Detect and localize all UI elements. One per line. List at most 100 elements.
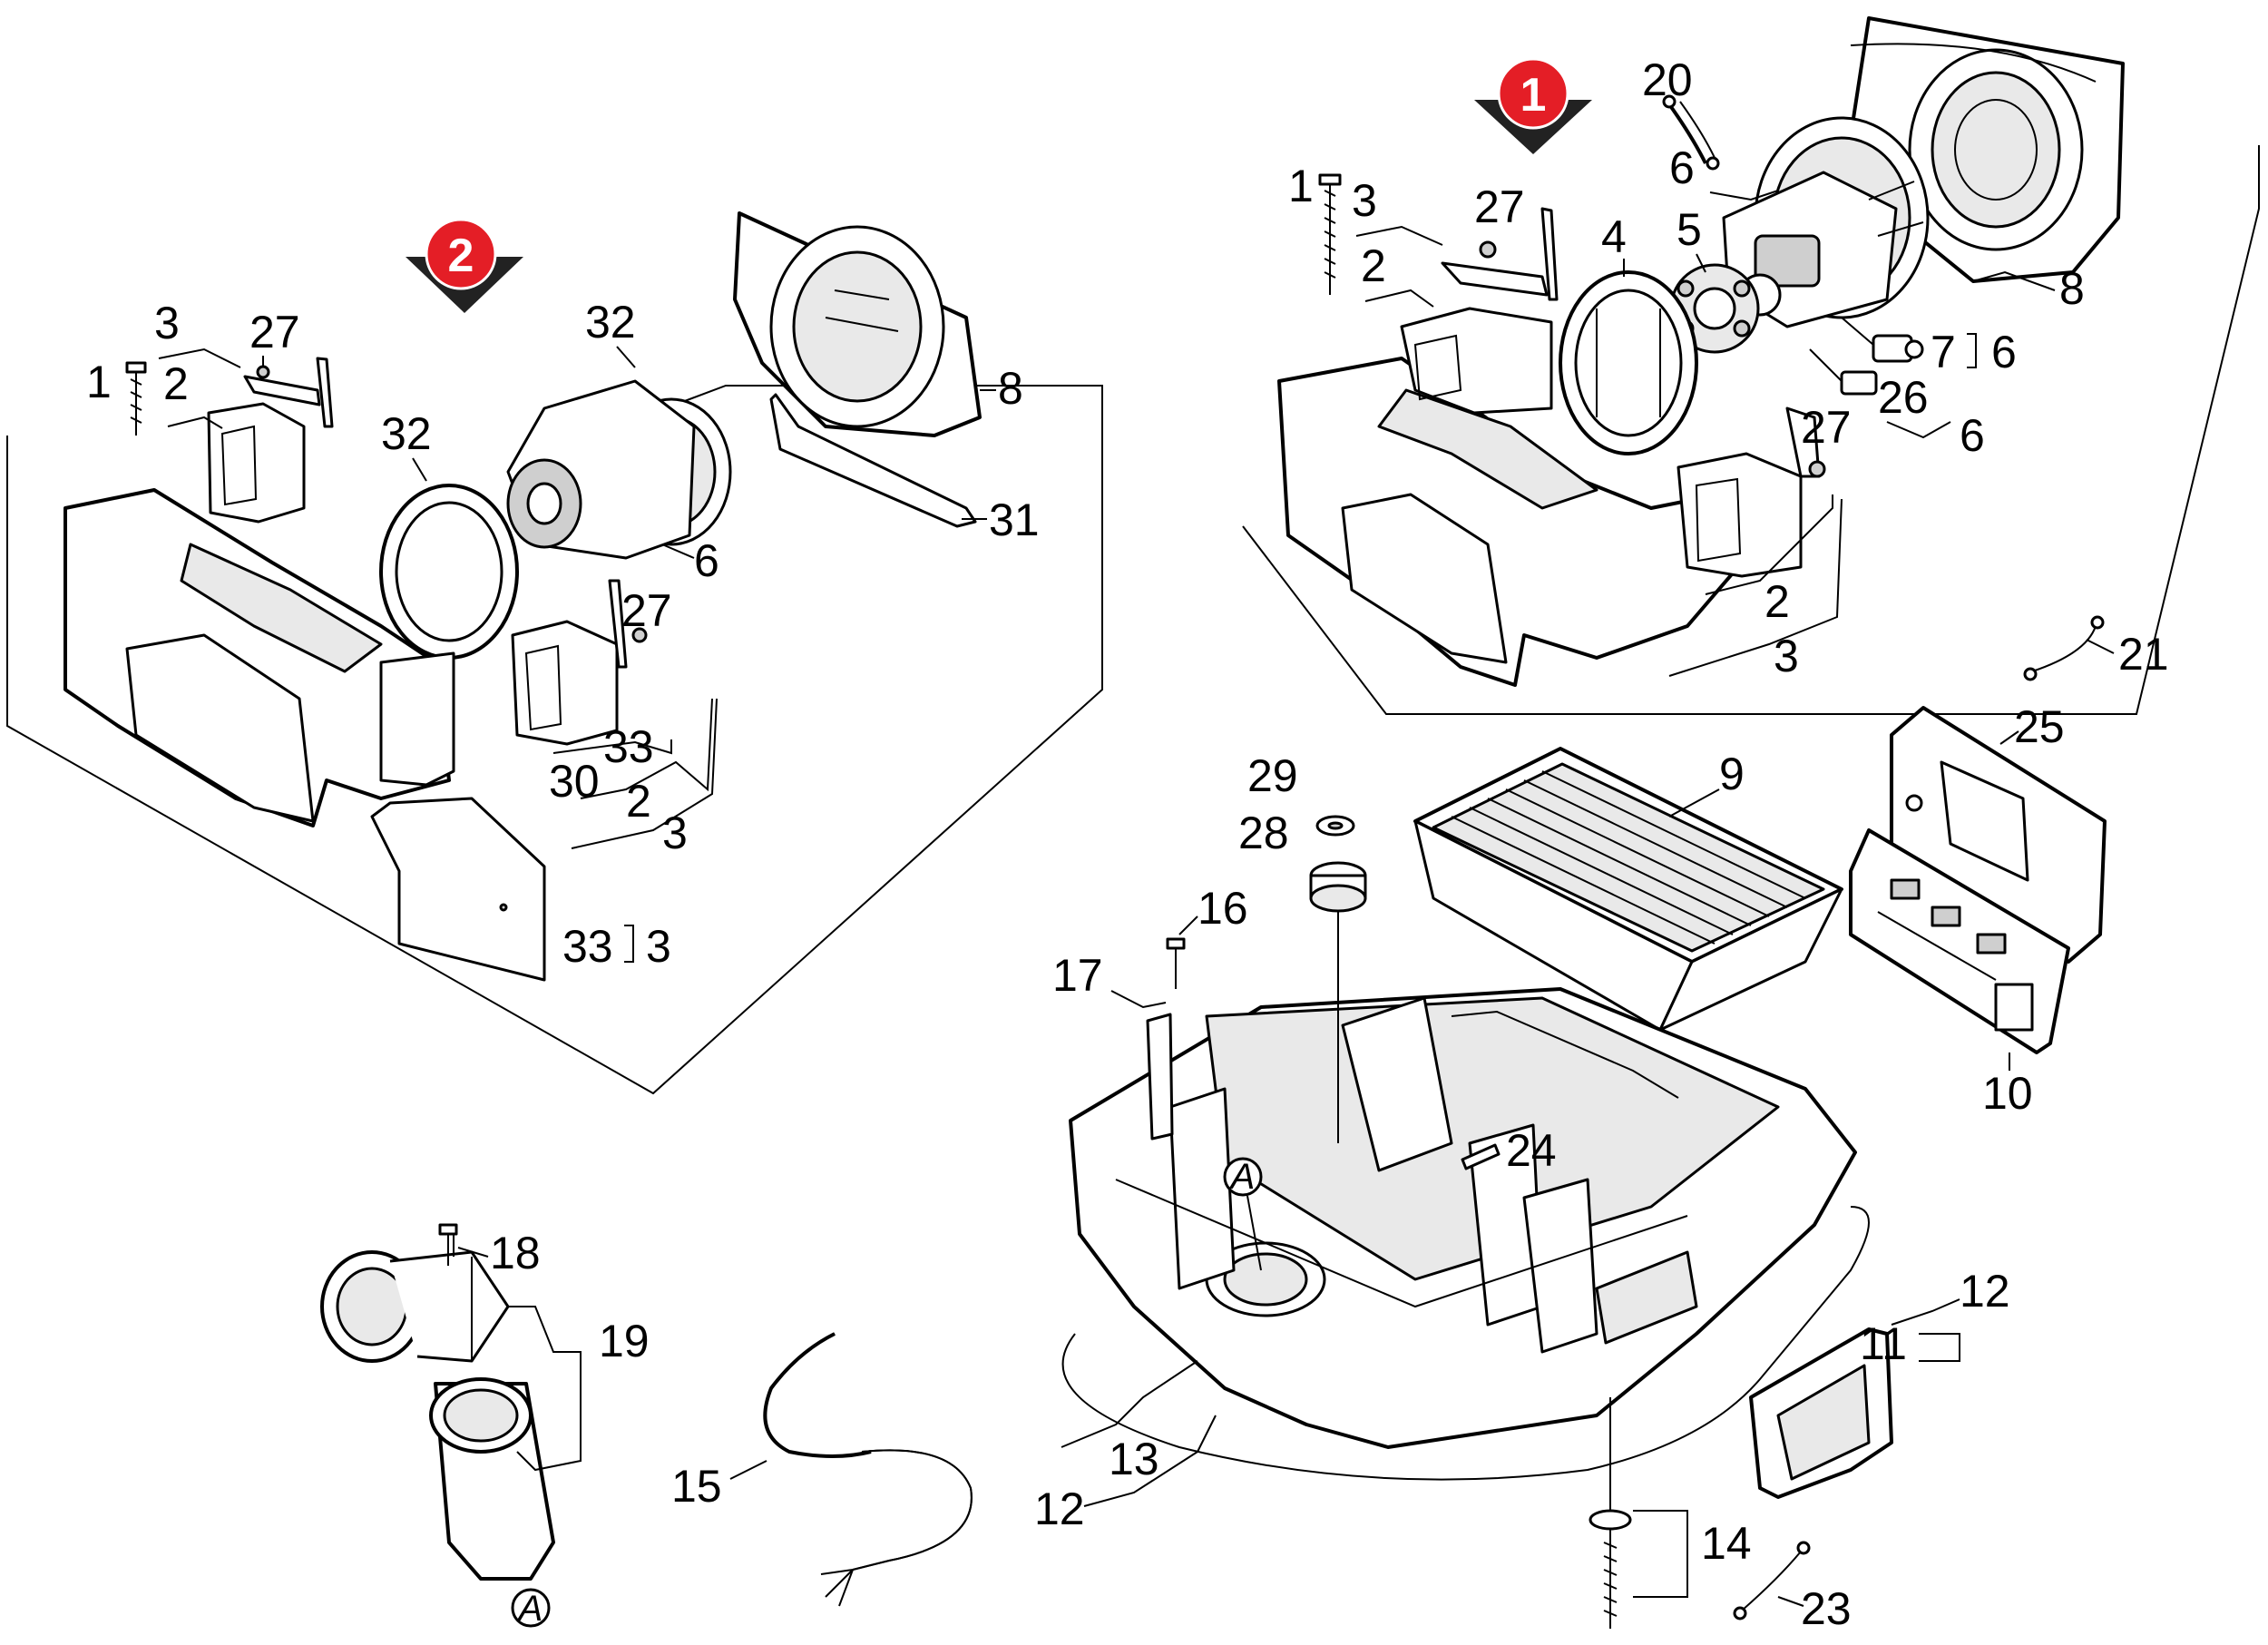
label-a1-2: 2 — [1361, 240, 1386, 291]
control-board-10 — [1849, 828, 2070, 1054]
bushing-28 — [1309, 861, 1367, 913]
seal-ring-4 — [1559, 270, 1698, 455]
label-a2-3b: 3 — [662, 808, 688, 858]
hose-elbow-19 — [320, 1225, 555, 1581]
base-callouts: 25 9 29 28 16 17 10 24 18 19 12 11 15 13… — [457, 701, 2065, 1634]
label-b-23: 23 — [1801, 1583, 1852, 1634]
cable-21 — [2023, 615, 2105, 681]
label-a1-6c: 6 — [1960, 410, 1985, 461]
label-b-11: 11 — [1860, 1318, 1907, 1369]
label-a2-3c: 3 — [646, 921, 671, 972]
label-b-12b: 12 — [1034, 1483, 1085, 1534]
cable-23 — [1733, 1541, 1811, 1621]
label-a1-6a: 6 — [1669, 142, 1695, 193]
drain-screw-14 — [1589, 1509, 1632, 1629]
base-assembly: A A — [320, 706, 2107, 1629]
connector-7 — [1841, 317, 1924, 363]
retaining-clip-27-c — [243, 357, 334, 428]
air-duct-housing-2 — [64, 488, 455, 827]
motor-unit-1 — [1722, 116, 1930, 328]
retaining-clip-27-b — [1808, 460, 1826, 478]
label-b-15: 15 — [671, 1461, 722, 1512]
label-b-19: 19 — [599, 1316, 650, 1366]
label-b-29: 29 — [1247, 750, 1298, 801]
marker-2-label: 2 — [448, 230, 474, 282]
inset-frame-assembly-2 — [6, 385, 1103, 1095]
handle-bracket-2-a — [1677, 406, 1821, 578]
label-a2-3: 3 — [154, 298, 180, 348]
label-a1-20: 20 — [1642, 54, 1693, 105]
label-b-25: 25 — [2014, 701, 2065, 752]
handle-bracket-2-b — [207, 402, 306, 524]
connector-26 — [1809, 348, 1878, 396]
label-a1-8: 8 — [2059, 263, 2085, 314]
label-a1-4: 4 — [1601, 211, 1627, 262]
label-a2-1: 1 — [86, 357, 112, 407]
screw-1-a — [1318, 173, 1342, 295]
label-b-24: 24 — [1506, 1125, 1557, 1176]
label-b-9: 9 — [1719, 749, 1745, 799]
assembly-marker-2: 2 — [406, 218, 523, 313]
label-a2-32b: 32 — [381, 408, 432, 459]
clip-17 — [1146, 1013, 1174, 1141]
motor-unit-2 — [506, 379, 732, 560]
label-a2-27b: 27 — [621, 585, 672, 636]
motor-housing-assembly-2 — [64, 211, 982, 982]
flat-pleated-filter-9 — [1413, 747, 1843, 1032]
washer-29 — [1315, 815, 1355, 837]
assembly-marker-1: 1 — [1474, 57, 1592, 154]
marker-1-label: 1 — [1520, 69, 1547, 122]
label-a2-32a: 32 — [585, 297, 636, 348]
label-a1-3b: 3 — [1774, 631, 1799, 681]
label-a1-3: 3 — [1352, 175, 1377, 226]
label-a2-31: 31 — [989, 494, 1040, 545]
motor-housing-assembly-1 — [1277, 16, 2125, 687]
label-a2-33a: 33 — [603, 721, 654, 772]
label-a1-2b: 2 — [1765, 576, 1790, 627]
label-a2-33b: 33 — [562, 921, 613, 972]
label-a1-7: 7 — [1931, 327, 1956, 377]
retaining-clip-27-a — [1441, 207, 1559, 301]
label-a1-1: 1 — [1288, 161, 1314, 211]
label-a2-6: 6 — [694, 535, 719, 586]
assembly-1-callouts: 1 3 2 27 4 5 20 6 8 7 6 26 6 27 2 3 21 — [1288, 54, 2169, 681]
label-a2-2: 2 — [163, 358, 189, 409]
label-a1-27b: 27 — [1801, 402, 1852, 453]
label-a2-30: 30 — [549, 756, 600, 807]
label-b-10: 10 — [1982, 1068, 2033, 1119]
label-b-18: 18 — [490, 1228, 541, 1278]
container-tub-13 — [1069, 987, 1857, 1449]
label-a1-21: 21 — [2118, 629, 2169, 680]
gasket-12 — [1061, 1206, 1870, 1481]
fan-housing-cover-2 — [733, 211, 982, 437]
assembly-2-callouts: 3 27 1 2 32 32 8 31 6 27 33 30 2 3 33 3 — [86, 297, 1040, 972]
ref-a-top: A — [1229, 1157, 1256, 1197]
label-b-14: 14 — [1701, 1518, 1752, 1569]
label-b-16: 16 — [1198, 883, 1248, 934]
label-a1-5: 5 — [1677, 204, 1702, 255]
air-duct-housing-1 — [1277, 307, 1744, 687]
ref-a-bottom: A — [517, 1589, 543, 1629]
bracket-31 — [769, 393, 977, 528]
screw-16 — [1166, 937, 1186, 989]
wheel-cover-11 — [1749, 1327, 1893, 1499]
label-a2-27a: 27 — [249, 307, 300, 357]
cable-20 — [1662, 94, 1720, 171]
inset-frame-assembly-1 — [1242, 145, 2260, 715]
pin-24 — [1461, 1143, 1501, 1170]
label-b-13: 13 — [1109, 1434, 1159, 1484]
connection-marker-a-bottom: A — [511, 1588, 551, 1629]
screw-1-b — [125, 361, 147, 436]
label-b-12a: 12 — [1960, 1266, 2010, 1317]
handle-bracket-30 — [511, 579, 648, 746]
label-a1-6b: 6 — [1991, 327, 2017, 377]
label-a2-2b: 2 — [626, 776, 651, 827]
label-a1-27a: 27 — [1474, 181, 1525, 232]
label-a1-26: 26 — [1878, 372, 1929, 423]
screw-18 — [438, 1223, 458, 1266]
seal-ring-32 — [379, 484, 519, 660]
filter-pad-33 — [370, 797, 546, 982]
label-a2-8: 8 — [998, 363, 1023, 414]
label-b-28: 28 — [1238, 808, 1289, 858]
